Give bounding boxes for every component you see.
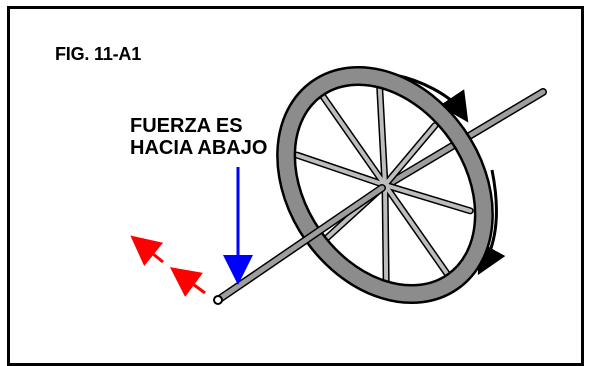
- force-label: FUERZA ES HACIA ABAJO: [130, 115, 280, 159]
- motion-arrow-1-icon: [130, 235, 164, 267]
- rotation-arrow-right-icon: [477, 169, 506, 276]
- wheel-diagram: [130, 65, 547, 305]
- figure: FIG. 11-A1 FUERZA ES HACIA ABAJO: [7, 6, 584, 366]
- figure-label: FIG. 11-A1: [55, 44, 142, 64]
- axle-end: [213, 295, 223, 305]
- force-label-line-1: FUERZA ES: [130, 115, 243, 137]
- motion-arrow-2-icon: [169, 267, 206, 297]
- force-label-line-2: HACIA ABAJO: [130, 137, 268, 159]
- wheel: [276, 65, 494, 305]
